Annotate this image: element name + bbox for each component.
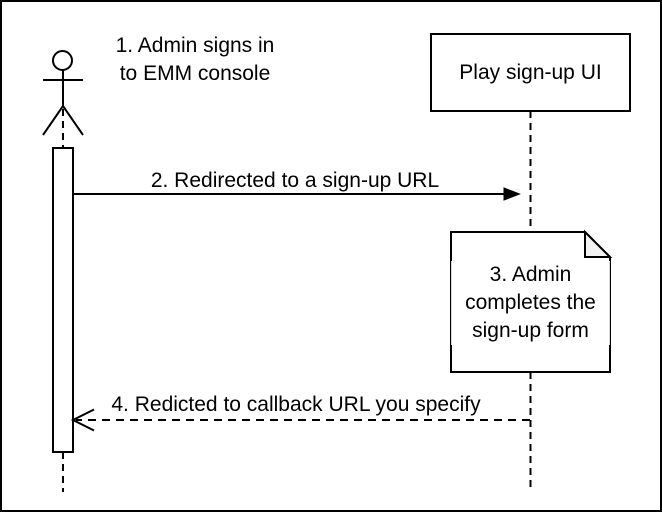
message-step2-label: 2. Redirected to a sign-up URL — [150, 169, 440, 192]
participant-box-label: Play sign-up UI — [459, 60, 602, 84]
arrowhead-filled-icon — [503, 187, 521, 201]
actor-activation-bar — [52, 147, 74, 453]
actor-stick-figure-icon — [42, 50, 84, 136]
note-step3-line1: 3. Admin — [451, 261, 610, 289]
arrowhead-open-icon — [70, 408, 95, 432]
note-step3-label: 3. Admin completes the sign-up form — [451, 261, 610, 345]
actor-leg-right — [62, 105, 84, 136]
message-step4-label: 4. Redicted to callback URL you specify — [111, 393, 481, 416]
note-step3-line2: completes the — [451, 289, 610, 317]
actor-head — [52, 50, 73, 71]
message-step4-arrow — [70, 408, 530, 432]
message-step1-line1: 1. Admin signs in — [95, 32, 295, 60]
note-fold-corner-icon — [584, 229, 613, 258]
note-step3-line3: sign-up form — [451, 317, 610, 345]
message-step1-label: 1. Admin signs in to EMM console — [95, 32, 295, 88]
actor-leg-left — [42, 105, 64, 136]
message-step1-line2: to EMM console — [95, 60, 295, 88]
message-step2-arrow — [73, 187, 521, 201]
participant-box-play-signup-ui — [430, 33, 631, 112]
